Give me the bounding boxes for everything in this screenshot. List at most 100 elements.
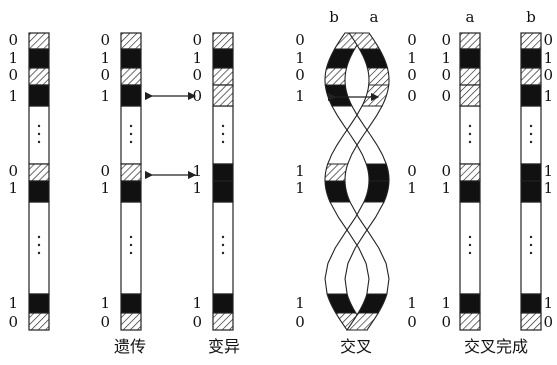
result-b-bit-1 xyxy=(520,48,542,69)
mutation-bit-label-7: 0 xyxy=(192,313,202,331)
crossover-right-strand-segment xyxy=(357,293,388,314)
original-bit-label-1: 1 xyxy=(8,49,18,67)
heredity-bit-4 xyxy=(120,163,142,182)
heredity-bit-5 xyxy=(120,180,142,203)
crossover-left-strand-gap xyxy=(324,201,385,295)
result-a-bit-4 xyxy=(459,163,481,182)
mutation-arrows xyxy=(144,91,197,180)
mutation-bit-label-6: 1 xyxy=(192,294,202,312)
mutation-bit-3 xyxy=(212,84,234,107)
result-b-bit-label-3: 1 xyxy=(543,87,553,105)
mutation-ellipsis-dot xyxy=(221,124,225,128)
result-b-gap xyxy=(520,201,542,295)
result-b-bit-2 xyxy=(520,67,542,86)
heredity-gap xyxy=(120,201,142,295)
crossover-left-strand-segment xyxy=(363,180,390,203)
caption-heredity: 遗传 xyxy=(114,337,146,356)
result-a-bit-5 xyxy=(459,180,481,203)
heredity-ellipsis-dot xyxy=(129,140,133,144)
crossover-label-left: b xyxy=(329,8,339,26)
crossover-right-bit-label-5: 1 xyxy=(407,179,417,197)
mutation-ellipsis-dot xyxy=(221,235,225,239)
original-bit-3 xyxy=(28,84,50,107)
crossover-label-right: a xyxy=(370,8,379,26)
crossover-left-bit-label-4: 1 xyxy=(295,162,305,180)
heredity-bit-3 xyxy=(120,84,142,107)
original-bit-0 xyxy=(28,32,50,50)
heredity-ellipsis-dot xyxy=(129,243,133,247)
mutation-ellipsis-dot xyxy=(221,140,225,144)
mutation-ellipsis-dot xyxy=(221,243,225,247)
original-bit-label-6: 1 xyxy=(8,294,18,312)
mutation-bit-0 xyxy=(212,32,234,50)
result-b-bit-label-5: 1 xyxy=(543,179,553,197)
heredity-bit-label-4: 0 xyxy=(100,162,110,180)
result-b-bit-5 xyxy=(520,180,542,203)
original-bit-7 xyxy=(28,312,50,331)
heredity-bit-1 xyxy=(120,48,142,69)
result-a-bit-label-3: 0 xyxy=(441,87,451,105)
result-a-ellipsis-dot xyxy=(468,132,472,136)
heredity-ellipsis-dot xyxy=(129,251,133,255)
crossover-right-bit-label-2: 0 xyxy=(407,66,417,84)
result-b-bit-4 xyxy=(520,163,542,182)
result-a-gap xyxy=(459,201,481,295)
result-b-ellipsis-dot xyxy=(529,235,533,239)
crossover-right-bit-label-1: 1 xyxy=(407,49,417,67)
crossover-right-strand-gap xyxy=(329,201,390,295)
heredity-bit-label-2: 0 xyxy=(100,66,110,84)
heredity-ellipsis-dot xyxy=(129,235,133,239)
mutation-bit-label-1: 1 xyxy=(192,49,202,67)
result-a-bit-6 xyxy=(459,293,481,314)
original-ellipsis-dot xyxy=(37,251,41,255)
result-b-bit-label-7: 0 xyxy=(543,313,553,331)
result-b-bit-label-1: 1 xyxy=(543,49,553,67)
original-ellipsis-dot xyxy=(37,124,41,128)
crossover-right-strand-segment xyxy=(324,180,351,203)
crossover-left-strand-segment xyxy=(325,48,356,69)
heredity-bit-label-3: 1 xyxy=(100,87,110,105)
caption-crossover: 交叉 xyxy=(340,337,372,356)
result-b-bit-label-2: 0 xyxy=(543,66,553,84)
result-a-bit-label-7: 0 xyxy=(441,313,451,331)
caption-crossover-done: 交叉完成 xyxy=(464,337,528,356)
crossover-left-bit-label-2: 0 xyxy=(295,66,305,84)
heredity-bit-label-1: 1 xyxy=(100,49,110,67)
crossover-right-strand-segment xyxy=(358,48,389,69)
result-b-ellipsis-dot xyxy=(529,243,533,247)
result-a-bit-label-6: 1 xyxy=(441,294,451,312)
result-a-bit-0 xyxy=(459,32,481,50)
mutation-bit-label-4: 1 xyxy=(192,162,202,180)
mutation-bit-label-3: 0 xyxy=(192,87,202,105)
mutation-bit-5 xyxy=(212,180,234,203)
result-b-bit-label-4: 1 xyxy=(543,162,553,180)
original-ellipsis-dot xyxy=(37,132,41,136)
crossover-left-strand-segment xyxy=(365,163,390,182)
result-b-bit-3 xyxy=(520,84,542,107)
heredity-bit-6 xyxy=(120,293,142,314)
result-a-bit-3 xyxy=(459,84,481,107)
heredity-bit-2 xyxy=(120,67,142,86)
crossover-left-bit-label-0: 0 xyxy=(295,31,305,49)
original-bit-label-2: 0 xyxy=(8,66,18,84)
result-b-bit-7 xyxy=(520,312,542,331)
original-ellipsis-dot xyxy=(37,243,41,247)
result-b-bit-6 xyxy=(520,293,542,314)
crossover-right-strand-gap xyxy=(326,105,384,165)
result-a-bit-label-5: 1 xyxy=(441,179,451,197)
result-a-ellipsis-dot xyxy=(468,251,472,255)
original-bit-label-5: 1 xyxy=(8,179,18,197)
result-a-bit-2 xyxy=(459,67,481,86)
mutation-bit-2 xyxy=(212,67,234,86)
original-bit-label-0: 0 xyxy=(8,31,18,49)
mutation-bit-label-5: 1 xyxy=(192,179,202,197)
crossover-left-strand-segment xyxy=(324,84,353,107)
crossover-right-strand-segment xyxy=(361,84,390,107)
original-bit-label-3: 1 xyxy=(8,87,18,105)
crossover-left-bit-label-1: 1 xyxy=(295,49,305,67)
